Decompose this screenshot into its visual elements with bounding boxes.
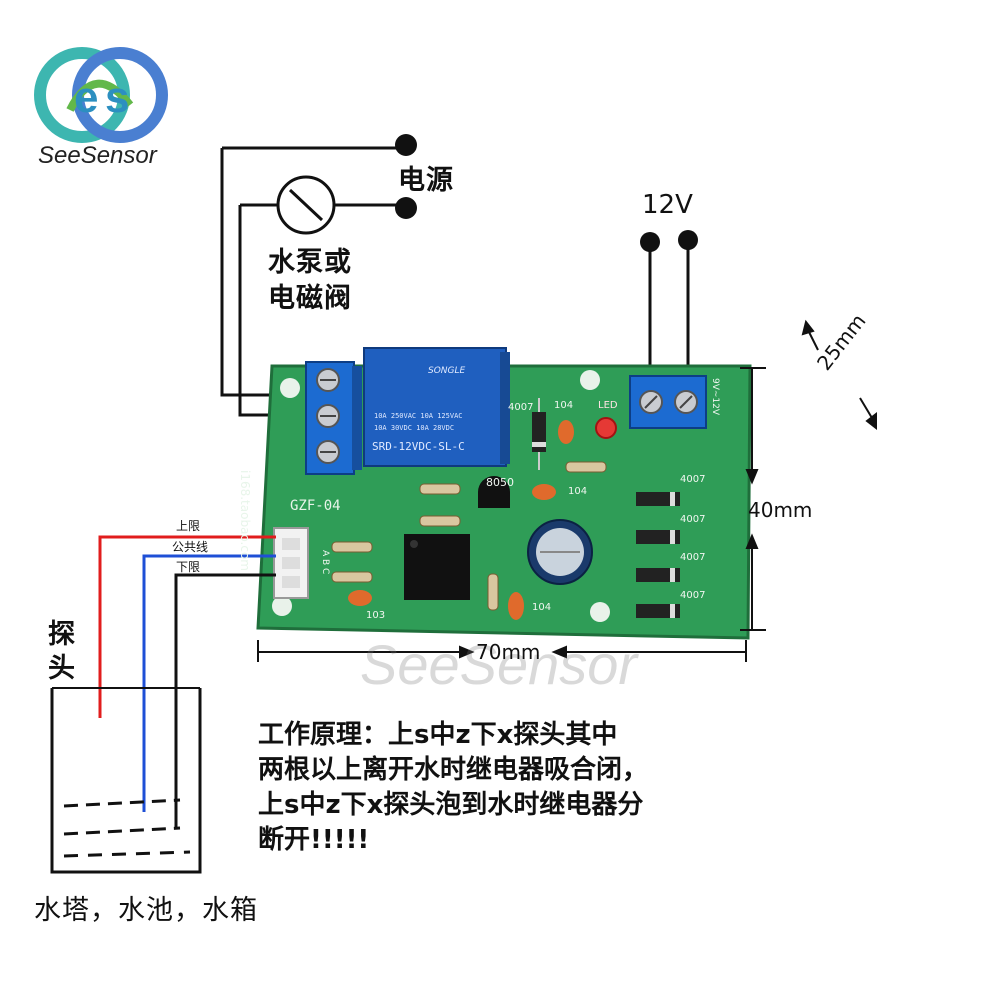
supply-dot-2 [678, 230, 698, 250]
input-voltage-label: 9V~12V [710, 378, 720, 416]
dimension-lines [257, 319, 877, 662]
width-dimension: 70mm [476, 640, 541, 664]
diode-array [636, 492, 680, 618]
water-tank [50, 687, 202, 874]
ceramic-capacitors [348, 420, 574, 620]
description-line-1: 工作原理：上s中z下x探头其中 [258, 720, 618, 750]
cap-label-top: 104 [554, 400, 574, 411]
watermark: SeeSensor [360, 633, 638, 696]
transistor [478, 476, 510, 508]
working-principle: 工作原理：上s中z下x探头其中 两根以上离开水时继电器吸合闭， 上s中z下x探头… [258, 718, 648, 858]
resistors [331, 461, 607, 611]
brand-name: SeeSensor [38, 142, 157, 169]
probe-label-1: 探 [48, 619, 76, 650]
resistor-label-103: 103 [366, 610, 386, 621]
electrolytic-capacitor [527, 519, 593, 585]
voltage-label: 12V [642, 190, 693, 220]
power-input-terminal [629, 375, 707, 429]
wire-label-upper: 上限 [176, 519, 201, 533]
relay-rating-2: 10A 30VDC 10A 28VDC [374, 424, 455, 432]
wire-label-lower: 下限 [176, 560, 201, 574]
supply-dot-1 [640, 232, 660, 252]
power-terminal-dot-1 [395, 134, 417, 156]
pump-label-line2: 电磁阀 [268, 283, 352, 314]
relay-model: SRD-12VDC-SL-C [372, 440, 465, 453]
board-url: i168.taobao.com [238, 470, 252, 571]
probe-label-2: 头 [48, 653, 76, 684]
ic-chip [404, 534, 470, 600]
diode-top [532, 398, 546, 470]
tank-label: 水塔，水池，水箱 [34, 895, 258, 926]
relay-rating-1: 10A 250VAC 10A 125VAC [374, 412, 463, 420]
led [595, 417, 617, 439]
connector-pin-labels: A B C [320, 550, 330, 575]
transistor-label: 8050 [486, 476, 514, 489]
diode-label-top: 4007 [508, 402, 534, 413]
pump-symbol [276, 175, 336, 235]
description-line-2: 两根以上离开水时继电器吸合闭， [258, 755, 649, 785]
svg-text:s: s [105, 73, 129, 122]
pump-label-line1: 水泵或 [268, 247, 352, 278]
diode-label-3: 4007 [680, 552, 706, 563]
power-terminal-dot-2 [395, 197, 417, 219]
diode-label-2: 4007 [680, 514, 706, 525]
description-line-4: 断开!!!!! [258, 825, 370, 855]
led-label: LED [598, 400, 618, 411]
relay [363, 347, 510, 467]
height-dimension: 40mm [748, 498, 813, 522]
diode-label-1: 4007 [680, 474, 706, 485]
probe-connector [273, 527, 309, 599]
diode-label-4: 4007 [680, 590, 706, 601]
wire-label-common: 公共线 [172, 540, 209, 554]
relay-output-terminal [305, 361, 362, 475]
relay-brand: SONGLE [428, 366, 466, 376]
seesensor-logo: e s [34, 47, 168, 143]
description-line-3: 上s中z下x探头泡到水时继电器分 [258, 790, 644, 820]
svg-text:e: e [74, 73, 98, 122]
power-label: 电源 [398, 165, 454, 196]
probe-wires [98, 535, 276, 828]
cap-label-mid: 104 [568, 486, 588, 497]
board-model: GZF-04 [290, 498, 341, 514]
cap-label-bottom: 104 [532, 602, 552, 613]
